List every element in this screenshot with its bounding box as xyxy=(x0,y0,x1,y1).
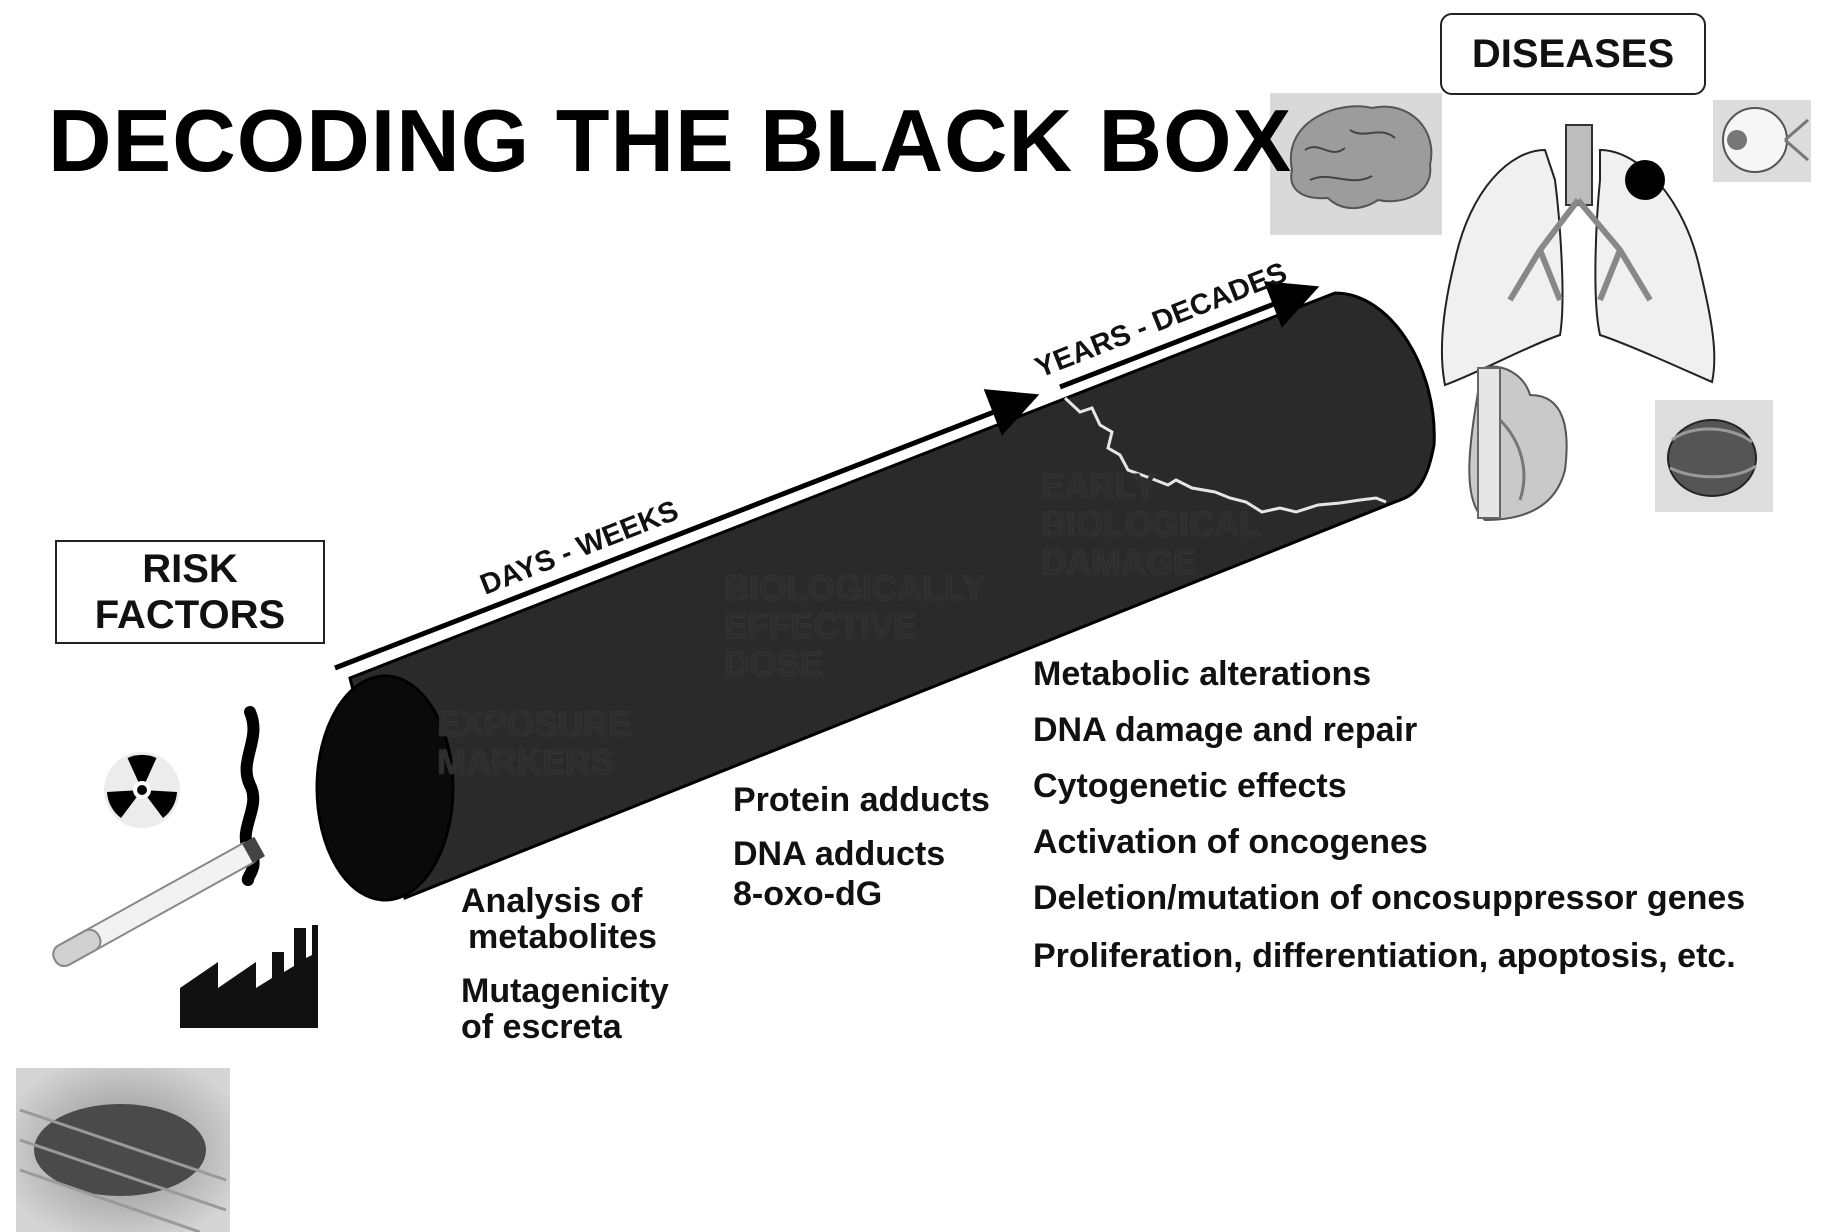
exposure-item-2-line1: Mutagenicity xyxy=(461,973,669,1009)
exposure-item-1-line2: metabolites xyxy=(461,919,669,955)
exposure-line1: EXPOSURE xyxy=(437,706,632,744)
grilled-meat-image xyxy=(16,1068,230,1232)
eye-image xyxy=(1713,100,1811,182)
page-title: DECODING THE BLACK BOX xyxy=(48,90,1292,192)
effective-dose-label: BIOLOGICALLY EFFECTIVE DOSE xyxy=(724,570,985,684)
dose-line2: EFFECTIVE xyxy=(724,608,985,646)
risk-factors-line1: RISK xyxy=(142,546,238,592)
lungs-image xyxy=(1442,125,1714,385)
damage-item-6: Proliferation, differentiation, apoptosi… xyxy=(1033,936,1745,992)
exposure-markers-label: EXPOSURE MARKERS xyxy=(437,706,632,782)
damage-line3: DAMAGE xyxy=(1041,544,1261,582)
tube-front-end xyxy=(317,676,453,900)
diseases-box: DISEASES xyxy=(1440,13,1706,95)
cell-image xyxy=(1655,400,1773,512)
damage-line1: EARLY xyxy=(1041,468,1261,506)
dose-item-2: DNA adducts xyxy=(733,834,990,874)
damage-item-3: Cytogenetic effects xyxy=(1033,766,1745,822)
exposure-item-1-line1: Analysis of xyxy=(461,883,669,919)
early-damage-label: EARLY BIOLOGICAL DAMAGE xyxy=(1041,468,1261,582)
radiation-icon xyxy=(104,752,180,828)
dose-item-1: Protein adducts xyxy=(733,780,990,820)
cigarette-icon xyxy=(50,837,265,970)
dose-item-3: 8-oxo-dG xyxy=(733,874,990,914)
dose-markers-list: Protein adducts DNA adducts 8-oxo-dG xyxy=(733,780,990,914)
dose-line1: BIOLOGICALLY xyxy=(724,570,985,608)
damage-item-5: Deletion/mutation of oncosuppressor gene… xyxy=(1033,878,1745,936)
risk-factors-box: RISK FACTORS xyxy=(55,540,325,644)
factory-icon xyxy=(180,925,318,1028)
damage-item-2: DNA damage and repair xyxy=(1033,710,1745,766)
exposure-line2: MARKERS xyxy=(437,744,632,782)
damage-line2: BIOLOGICAL xyxy=(1041,506,1261,544)
damage-markers-list: Metabolic alterations DNA damage and rep… xyxy=(1033,654,1745,992)
damage-item-1: Metabolic alterations xyxy=(1033,654,1745,710)
brain-image xyxy=(1270,93,1442,235)
heart-image xyxy=(1469,366,1566,520)
risk-factors-line2: FACTORS xyxy=(95,592,285,638)
damage-item-4: Activation of oncogenes xyxy=(1033,822,1745,878)
exposure-item-2-line2: of escreta xyxy=(461,1009,669,1045)
dose-line3: DOSE xyxy=(724,646,985,684)
exposure-markers-list: Analysis of metabolites Mutagenicity of … xyxy=(461,883,669,1045)
